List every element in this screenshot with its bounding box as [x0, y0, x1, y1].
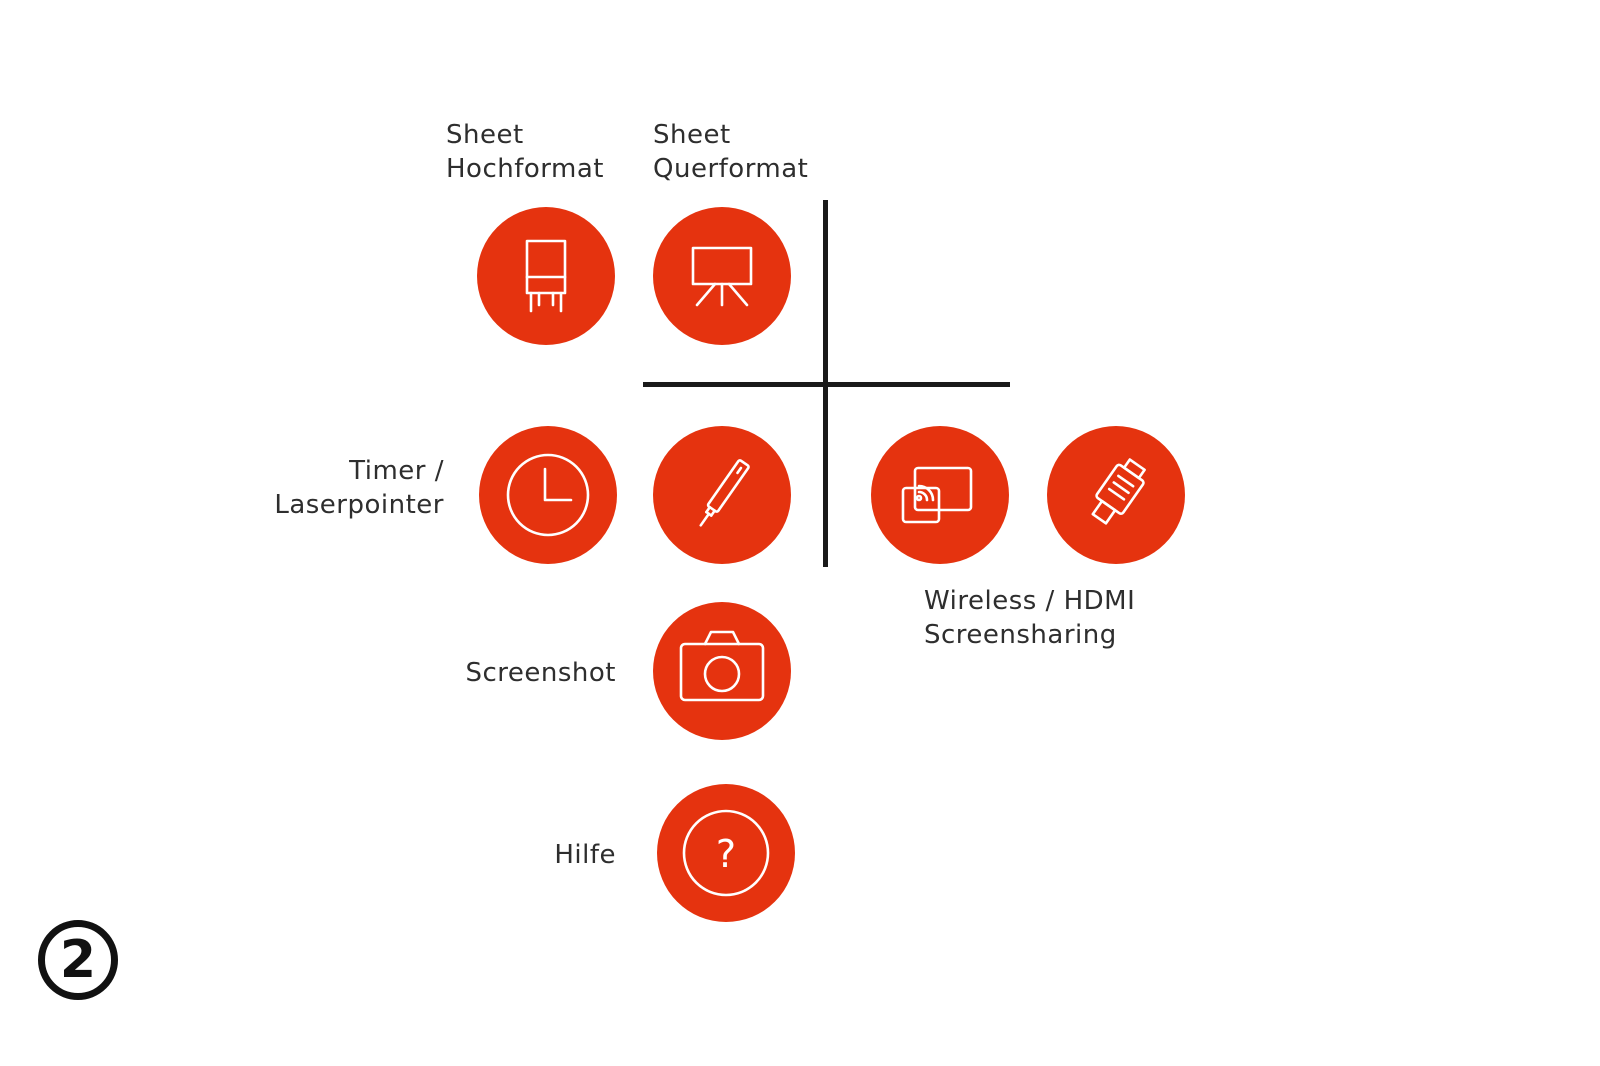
label-timer-laserpointer: Timer / Laserpointer	[274, 456, 444, 520]
question-icon: ?	[682, 809, 770, 897]
camera-icon	[679, 630, 765, 702]
clock-icon	[506, 453, 590, 537]
laserpointer-icon	[699, 459, 750, 527]
horizontal-divider	[643, 382, 1010, 387]
hdmi-plug-icon	[1091, 458, 1146, 525]
timer-button[interactable]	[479, 426, 617, 564]
cast-icon	[901, 466, 973, 524]
wireless-screensharing-button[interactable]	[871, 426, 1009, 564]
hdmi-screensharing-button[interactable]	[1047, 426, 1185, 564]
help-glyph: ?	[716, 832, 736, 876]
label-screensharing: Wireless / HDMI Screensharing	[924, 586, 1136, 650]
help-button[interactable]: ?	[657, 784, 795, 922]
laserpointer-button[interactable]	[653, 426, 791, 564]
label-sheet-portrait: Sheet Hochformat	[446, 120, 604, 184]
label-help: Hilfe	[554, 840, 616, 870]
label-screenshot: Screenshot	[465, 658, 616, 688]
label-sheet-landscape: Sheet Querformat	[653, 120, 809, 184]
screenshot-button[interactable]	[653, 602, 791, 740]
sheet-landscape-button[interactable]	[653, 207, 791, 345]
easel-icon	[691, 246, 753, 307]
step-number-badge: 2	[38, 920, 118, 1000]
flipchart-icon	[525, 239, 567, 313]
sheet-portrait-button[interactable]	[477, 207, 615, 345]
